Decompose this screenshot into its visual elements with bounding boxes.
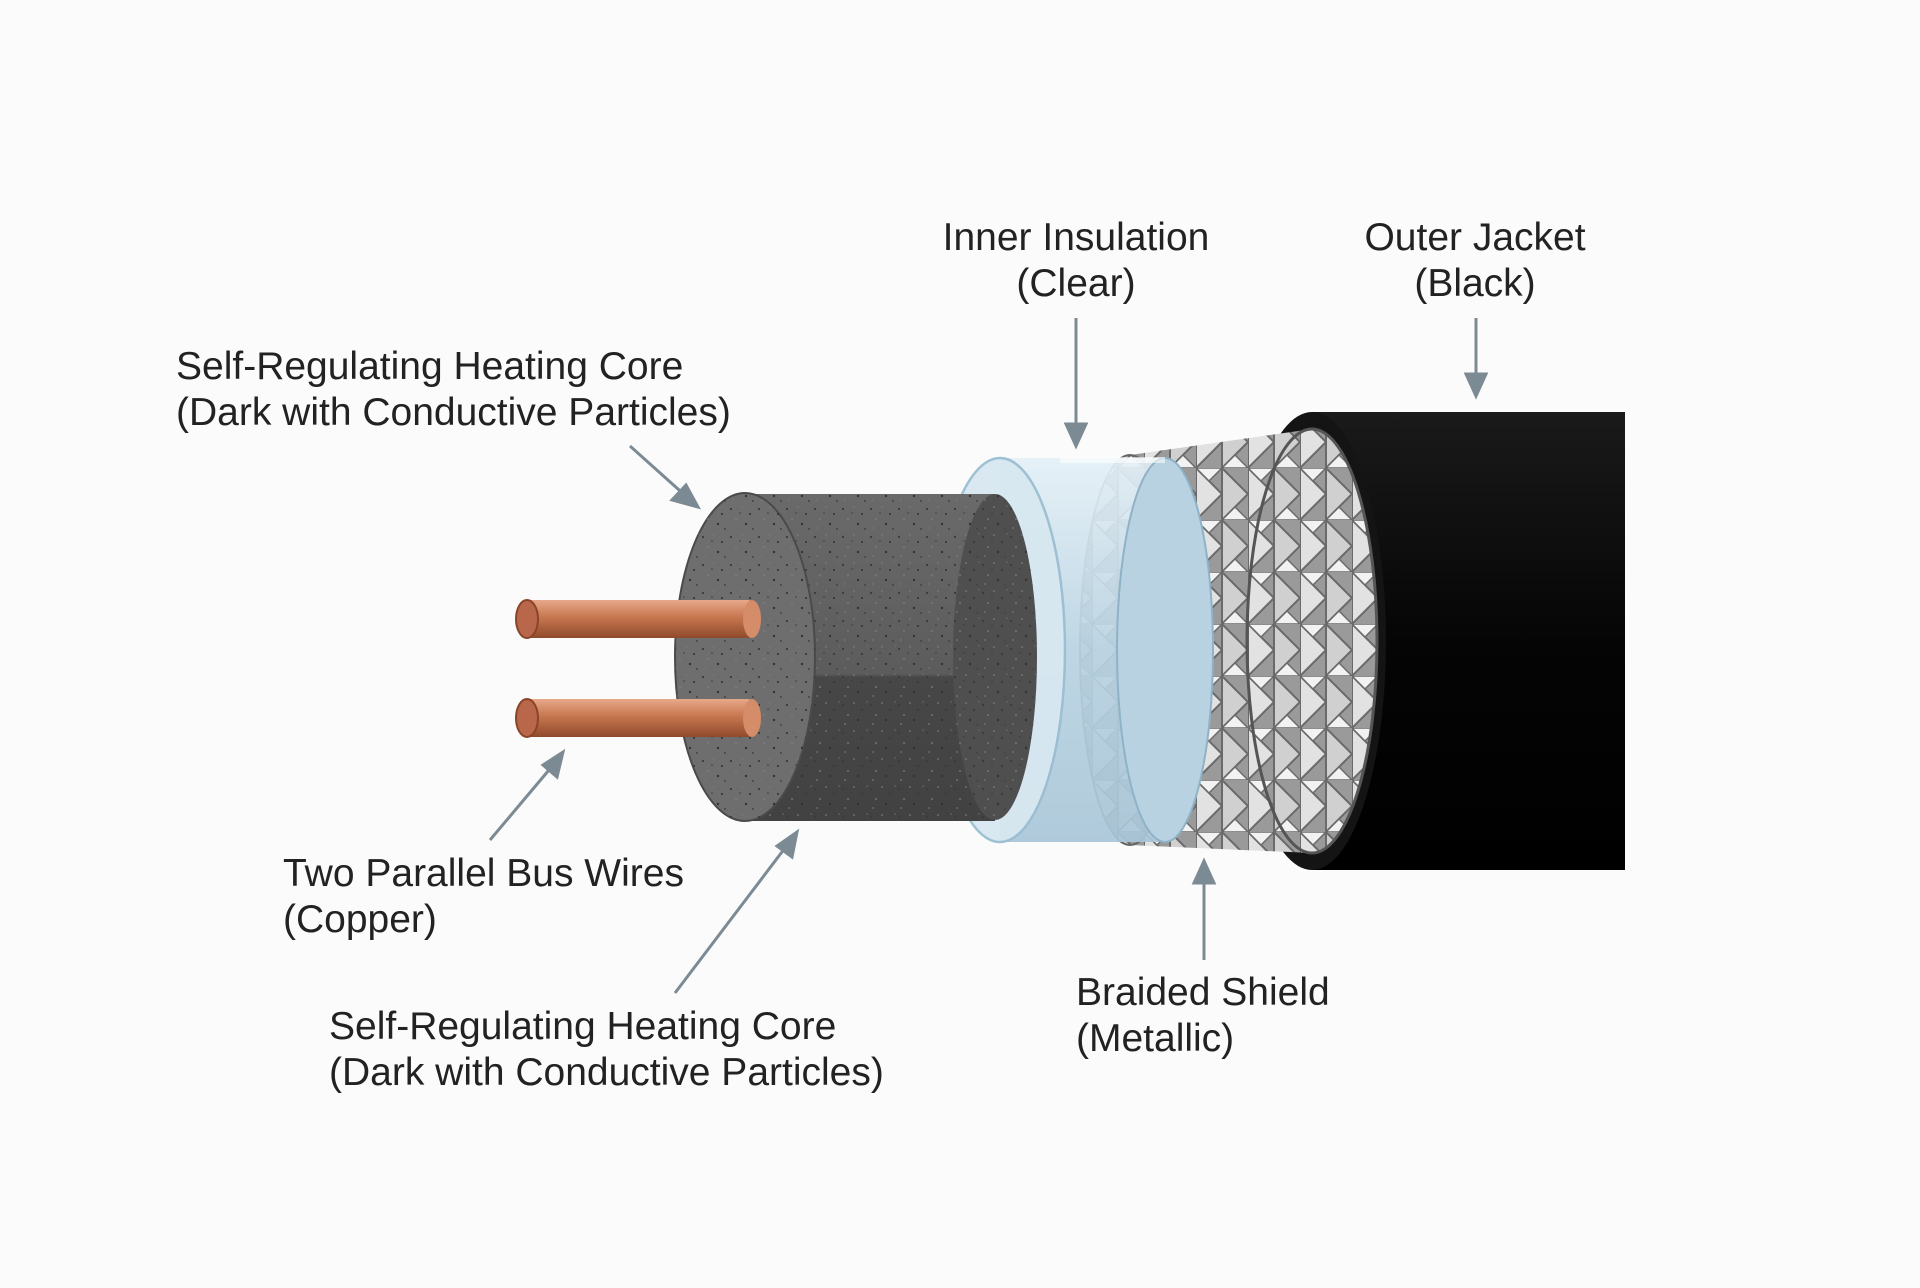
arrow-core-bottom	[673, 828, 800, 994]
arrow-core-top	[628, 444, 701, 510]
label-braided-shield-line1: Braided Shield	[1076, 971, 1330, 1014]
label-heating-core-bottom: Self-Regulating Heating Core (Dark with …	[329, 1004, 884, 1096]
label-inner-insulation-line2: (Clear)	[1016, 262, 1136, 305]
label-outer-jacket: Outer Jacket (Black)	[1364, 215, 1585, 307]
label-bus-wires-line2: (Copper)	[283, 898, 437, 941]
label-inner-insulation-line1: Inner Insulation	[942, 216, 1210, 259]
arrow-shield	[1191, 857, 1217, 960]
arrow-insulation	[1063, 318, 1089, 450]
label-braided-shield-line2: (Metallic)	[1076, 1017, 1235, 1060]
label-heating-core-bottom-line1: Self-Regulating Heating Core	[329, 1005, 837, 1048]
bus-wire-bottom	[515, 698, 761, 738]
label-inner-insulation: Inner Insulation (Clear)	[943, 215, 1210, 307]
label-heating-core-bottom-line2: (Dark with Conductive Particles)	[329, 1051, 884, 1094]
label-heating-core-top-line1: Self-Regulating Heating Core	[176, 345, 684, 388]
label-bus-wires: Two Parallel Bus Wires (Copper)	[283, 851, 684, 943]
label-heating-core-top: Self-Regulating Heating Core (Dark with …	[176, 344, 731, 436]
label-bus-wires-line1: Two Parallel Bus Wires	[283, 852, 684, 895]
label-outer-jacket-line1: Outer Jacket	[1364, 216, 1586, 259]
label-heating-core-top-line2: (Dark with Conductive Particles)	[176, 391, 731, 434]
heating-core	[674, 492, 1037, 822]
arrow-bus-wires	[488, 748, 566, 841]
label-braided-shield: Braided Shield (Metallic)	[1076, 970, 1330, 1062]
bus-wire-top	[515, 599, 761, 639]
label-outer-jacket-line2: (Black)	[1414, 262, 1536, 305]
arrow-jacket	[1463, 318, 1489, 400]
